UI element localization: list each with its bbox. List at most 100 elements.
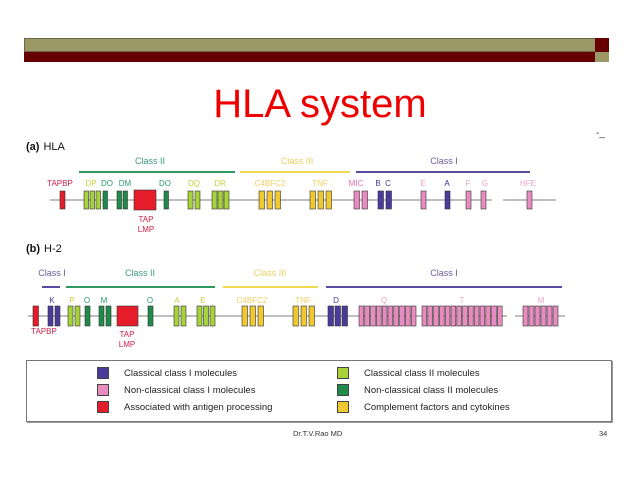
panel-b-region-label: Class II <box>125 268 155 278</box>
gene-block-m <box>546 305 553 327</box>
gene-block-q <box>370 305 376 327</box>
gene-block-q <box>410 305 417 327</box>
gene-label: TAPBP <box>47 179 73 188</box>
legend-swatch <box>337 384 349 396</box>
gene-label: C4BFC2 <box>237 296 268 305</box>
panel-a-region-label: Class I <box>430 156 458 166</box>
gene-block-f <box>465 190 472 210</box>
gene-label: E <box>420 179 425 188</box>
legend-label: Classical class I molecules <box>124 367 237 379</box>
gene-block-bc <box>385 190 392 210</box>
panel-a-hla: (a)HLA Class II Class III Class I TAPBP … <box>26 141 556 234</box>
gene-block-k <box>47 305 54 327</box>
gene-block-c4bfc2 <box>258 190 265 210</box>
gene-block-dq <box>187 190 194 210</box>
legend-swatch <box>337 401 349 413</box>
gene-block-a <box>173 305 180 327</box>
gene-block-t <box>497 305 503 327</box>
gene-block-do <box>102 190 108 210</box>
page-number: 34 <box>599 429 608 438</box>
gene-block-t <box>479 305 486 327</box>
panel-a-label: (a)HLA <box>26 141 66 153</box>
gene-block-t <box>439 305 445 327</box>
gene-label: DM <box>119 179 132 188</box>
gene-label: DO <box>101 179 113 188</box>
panel-b-label: (b)H-2 <box>26 243 62 255</box>
gene-block-c4bfc2 <box>241 305 248 327</box>
gene-label: D <box>333 296 339 305</box>
gene-label: DO <box>159 179 171 188</box>
gene-block-m <box>552 305 559 327</box>
panel-a-name: HLA <box>43 141 65 153</box>
gene-block-t <box>421 305 428 327</box>
gene-label: C4BFC2 <box>255 179 286 188</box>
gene-block-tap-lmp <box>133 189 157 211</box>
legend-label: Complement factors and cytokines <box>364 401 510 413</box>
gene-block-tapbp <box>32 305 39 327</box>
gene-block-tnf <box>292 305 299 327</box>
legend-item: Classical class I molecules <box>97 366 237 380</box>
gene-block-m <box>540 305 547 327</box>
legend-swatch <box>97 384 109 396</box>
gene-block-t <box>433 305 439 327</box>
gene-block-q <box>358 305 365 327</box>
gene-block-dr <box>211 190 218 210</box>
gene-label: HFE <box>520 179 536 188</box>
gene-block-q <box>381 305 388 327</box>
gene-block-e <box>203 305 209 327</box>
panel-b-region-label: Class I <box>38 268 66 278</box>
gene-label: G <box>482 179 488 188</box>
gene-block-dr <box>217 190 224 210</box>
gene-block-t <box>456 305 462 327</box>
legend-label: Non-classical class I molecules <box>124 384 256 396</box>
gene-block-bc <box>377 190 384 210</box>
gene-label: K <box>49 296 55 305</box>
panel-b-region-label: Class III <box>254 268 287 278</box>
gene-block-p <box>74 305 81 327</box>
gene-label: T <box>460 296 465 305</box>
gene-label: A <box>444 179 450 188</box>
gene-block-c4bfc2 <box>249 305 256 327</box>
gene-block-dr <box>223 190 230 210</box>
legend-swatch <box>97 367 109 379</box>
gene-block-q <box>393 305 399 327</box>
gene-block-t <box>491 305 497 327</box>
gene-block-m <box>528 305 535 327</box>
gene-label: DR <box>214 179 226 188</box>
gene-block-dm <box>122 190 128 210</box>
gene-block-t <box>444 305 451 327</box>
gene-block-tnf <box>300 305 307 327</box>
gene-block-mic <box>353 190 360 210</box>
gene-block-t <box>450 305 457 327</box>
legend-item: Complement factors and cytokines <box>337 400 510 414</box>
gene-block-p <box>67 305 74 327</box>
gene-block-q <box>376 305 382 327</box>
lmp-label: LMP <box>119 340 135 349</box>
tapbp-label: TAPBP <box>31 327 57 336</box>
legend-label: Associated with antigen processing <box>124 401 273 413</box>
panel-b-prefix: (b) <box>26 243 40 255</box>
gene-block-dm <box>116 190 122 210</box>
gene-label: F <box>466 179 471 188</box>
gene-label: MIC <box>349 179 364 188</box>
tap-label: TAP <box>139 215 154 224</box>
gene-label: O <box>84 296 90 305</box>
gene-block-t <box>427 305 433 327</box>
gene-label: DP <box>85 179 96 188</box>
gene-block-a <box>180 305 187 327</box>
panel-a-region-label: Class II <box>135 156 165 166</box>
gene-label: DQ <box>188 179 200 188</box>
gene-block-m <box>534 305 541 327</box>
gene-label: M <box>538 296 545 305</box>
gene-block-q <box>364 305 370 327</box>
gene-block-tnf <box>325 190 332 210</box>
gene-label: TNF <box>312 179 328 188</box>
gene-block-tap-lmp <box>116 305 139 327</box>
gene-block-c4bfc2 <box>266 190 273 210</box>
gene-block-tnf <box>317 190 324 210</box>
header-square-maroon <box>595 38 609 52</box>
gene-block-g <box>480 190 487 210</box>
gene-block-tnf <box>309 190 316 210</box>
gene-label: M <box>101 296 108 305</box>
gene-label: A <box>174 296 180 305</box>
